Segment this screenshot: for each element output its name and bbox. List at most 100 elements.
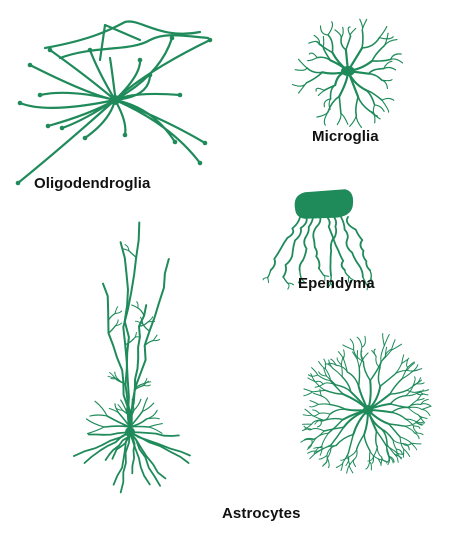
process-branch [400,437,411,443]
process-branch [307,68,323,73]
process-branch [88,427,105,434]
process-branch [328,22,333,35]
process-branch [313,390,326,392]
process-branch [369,69,384,74]
process-branch [324,85,335,90]
process-branch [351,392,368,410]
process-branch [393,440,403,444]
process-branch [411,443,421,444]
process-branch [319,268,324,275]
process-branch [138,308,144,316]
process-branch [356,97,358,116]
process-branch [319,455,327,459]
process-branch [108,313,115,320]
ependymal-process [327,217,333,275]
process-branch [323,37,324,48]
process-branch [341,27,343,37]
process-end [178,93,183,98]
process-branch [408,407,419,415]
process-branch [404,449,410,456]
process-branch [369,74,382,81]
process-branch [379,27,386,38]
process-branch [299,59,307,68]
process-branch [90,415,107,416]
process-branch [318,404,330,405]
myelin-process [115,100,125,135]
oligodendroglia-label: Oligodendroglia [34,175,151,192]
process-branch [379,37,393,39]
process-branch [87,419,105,427]
process-branch [366,462,370,469]
myelin-process [18,100,115,183]
cell-body [295,190,352,218]
process-branch [318,90,324,95]
astrocyte-process [129,259,169,432]
process-branch [377,447,381,457]
process-branch [370,462,372,470]
ependymal-process [334,217,345,270]
process-branch [380,375,394,387]
myelin-process [48,100,115,126]
process-branch [283,277,288,283]
process-end [198,161,203,166]
process-end [123,133,128,138]
process-branch [376,431,378,447]
myelin-process [110,58,115,95]
process-branch [384,68,396,70]
myelin-process [115,100,205,143]
process-branch [358,97,369,111]
process-branch [392,412,406,419]
process-end [173,140,178,145]
process-branch [342,377,351,392]
process-branch [319,413,330,414]
process-branch [95,401,107,416]
process-branch [414,433,419,439]
process-branch [363,362,370,381]
process-branch [347,372,358,387]
ependymal-process [347,217,370,270]
process-branch [313,410,320,413]
process-branch [372,46,384,61]
process-branch [362,19,366,30]
process-branch [350,116,357,127]
astrocytes-label: Astrocytes [222,505,301,522]
process-branch [322,71,348,73]
process-branch [335,30,342,37]
process-branch [322,433,329,446]
process-end [28,63,33,68]
process-branch [310,452,318,459]
process-end [18,101,23,106]
process-branch [129,251,136,258]
process-branch [147,418,160,419]
process-branch [357,434,365,449]
process-branch [346,409,368,410]
microglia-cell [292,19,402,127]
process-branch [301,439,312,442]
process-branch [330,409,346,414]
process-branch [305,409,312,415]
process-branch [391,396,406,404]
microglia-label: Microglia [312,128,379,145]
process-branch [395,363,402,374]
process-branch [369,451,370,462]
process-branch [391,59,403,63]
process-end [38,93,43,98]
process-branch [409,407,422,409]
process-branch [422,410,430,416]
process-branch [149,424,162,427]
process-branch [338,352,343,359]
ependymal-process [341,217,363,277]
process-branch [422,406,431,409]
process-branch [268,270,271,277]
process-branch [392,407,409,412]
ependyma-label: Ependyma [298,275,375,292]
fibrous-astrocyte-cell [74,223,190,493]
process-branch [362,30,363,48]
process-branch [350,29,356,37]
process-branch [362,38,379,48]
process-branch [372,60,391,62]
process-branch [313,413,319,416]
process-branch [384,335,389,346]
process-branch [295,68,307,71]
